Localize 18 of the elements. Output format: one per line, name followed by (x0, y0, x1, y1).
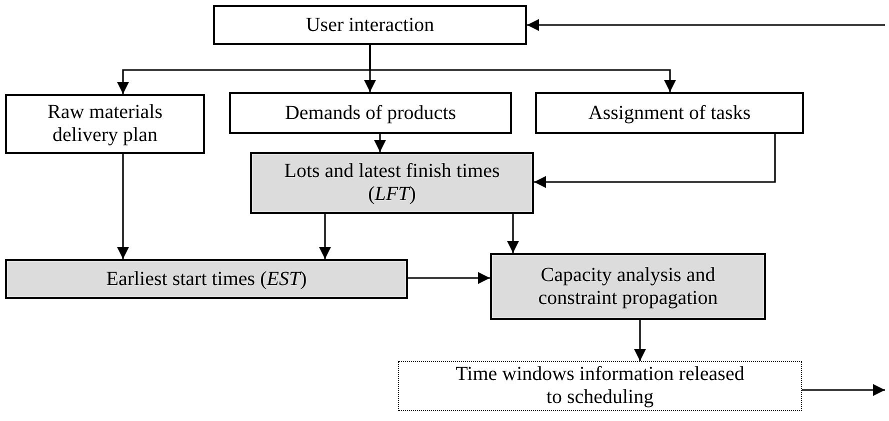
arrow (534, 134, 776, 188)
process-box: Capacity analysis and constraint propagation (490, 253, 766, 320)
process-box: Lots and latest finish times (LFT) (250, 152, 534, 214)
arrow (369, 45, 676, 92)
arrow (507, 214, 519, 253)
arrow (374, 134, 386, 152)
input-box: Assignment of tasks (535, 92, 804, 134)
input-box: User interaction (213, 5, 527, 45)
output-box: Time windows information released to scheduling (398, 361, 802, 411)
input-box: Raw materials delivery plan (5, 94, 205, 154)
arrow (408, 272, 490, 284)
arrow (319, 214, 331, 259)
arrow (634, 320, 646, 361)
input-box: Demands of products (229, 92, 512, 134)
arrow (802, 384, 885, 396)
process-box: Earliest start times (EST) (5, 259, 408, 299)
arrow (117, 154, 129, 259)
arrow (527, 19, 885, 31)
